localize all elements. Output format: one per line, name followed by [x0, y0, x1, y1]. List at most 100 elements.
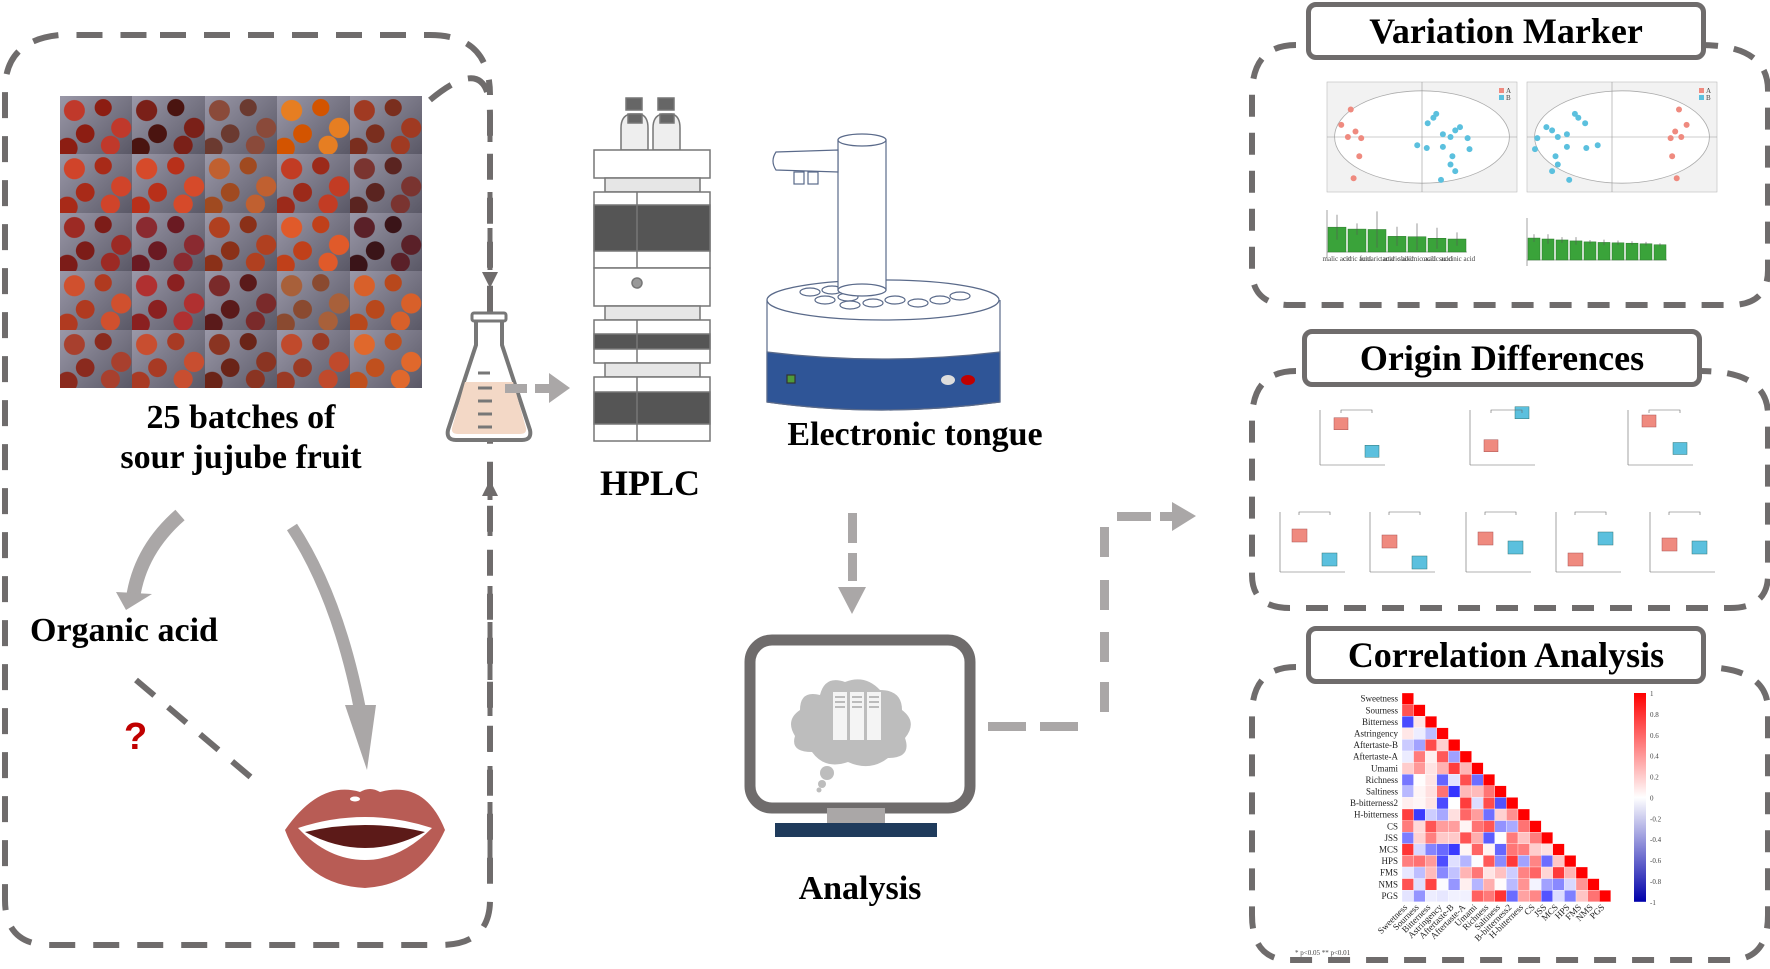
- significance-bracket: [1668, 511, 1701, 515]
- heatmap-cell: [1459, 843, 1472, 856]
- correlation-heatmap: SweetnessSweetnessSournessSournessBitter…: [1295, 690, 1662, 957]
- score-point-b: [1438, 176, 1444, 183]
- vip-bar: [1653, 244, 1667, 261]
- box-group-a: [1483, 439, 1499, 452]
- heatmap-cell: [1401, 890, 1414, 902]
- heatmap-cell: [1506, 832, 1519, 844]
- significance-bracket: [1298, 511, 1331, 515]
- heatmap-cell: [1401, 820, 1414, 833]
- opls-da-score-plot-1: AB: [1326, 81, 1518, 193]
- heatmap-row-label: CS: [1387, 821, 1398, 831]
- heatmap-cell: [1483, 855, 1495, 868]
- heatmap-cell: [1401, 832, 1414, 844]
- box-group-b: [1364, 445, 1380, 458]
- heatmap-cell: [1541, 855, 1553, 868]
- heatmap-cell: [1401, 774, 1414, 786]
- box-group-a: [1381, 534, 1398, 549]
- colorbar-tick-label: 0: [1650, 794, 1654, 802]
- score-point-b: [1583, 145, 1590, 151]
- box-group-a: [1477, 531, 1494, 546]
- erlenmeyer-flask-icon: [445, 311, 533, 442]
- heatmap-row-label: Sweetness: [1361, 694, 1399, 704]
- heatmap-cell: [1425, 716, 1437, 728]
- arrow-analysis-to-panels: [988, 502, 1196, 731]
- heatmap-cell: [1517, 866, 1530, 879]
- box-group-b: [1672, 442, 1688, 455]
- score-point-b: [1452, 127, 1459, 134]
- heatmap-cell: [1587, 878, 1600, 891]
- jujube-photo-tile: [277, 329, 350, 388]
- score-point-b: [1466, 146, 1473, 153]
- heatmap-cell: [1448, 878, 1461, 891]
- lips-icon: [285, 789, 445, 888]
- heatmap-cell: [1413, 704, 1426, 717]
- score-point-b: [1447, 161, 1454, 168]
- heatmap-cell: [1436, 820, 1449, 833]
- jujube-photo-tile: [349, 96, 422, 155]
- heatmap-cell: [1413, 855, 1426, 868]
- colorbar-tick-label: -0.2: [1650, 815, 1662, 823]
- heatmap-row-label: B-bitterness2: [1350, 798, 1398, 808]
- boxplot-grid: [1279, 406, 1715, 573]
- jujube-photo-tile: [60, 212, 133, 272]
- analysis-label: Analysis: [798, 870, 922, 907]
- heatmap-cell: [1401, 866, 1414, 879]
- jujube-photo-tile: [60, 329, 133, 388]
- score-point-a: [1352, 128, 1359, 135]
- score-point-b: [1563, 143, 1570, 150]
- sample-caption-line1: 25 batches of: [146, 399, 336, 436]
- vip-bar: [1555, 239, 1569, 261]
- score-point-a: [1676, 106, 1682, 113]
- colorbar: [1634, 693, 1646, 902]
- heatmap-row-label: Umami: [1371, 763, 1398, 773]
- jujube-photo-tile: [60, 96, 133, 155]
- box-group-b: [1507, 540, 1524, 555]
- significance-bracket: [1340, 409, 1373, 413]
- colorbar-tick-label: -0.4: [1650, 836, 1662, 844]
- heatmap-cell: [1448, 774, 1461, 786]
- heatmap-cell: [1413, 866, 1426, 879]
- jujube-photo-tile: [204, 96, 278, 155]
- heatmap-cell: [1483, 832, 1495, 844]
- score-point-a: [1673, 175, 1680, 182]
- opls-da-score-plot-2: AB: [1526, 81, 1718, 193]
- score-point-b: [1430, 114, 1437, 121]
- heatmap-cell: [1425, 820, 1437, 833]
- heatmap-cell: [1471, 808, 1484, 821]
- heatmap-cell: [1436, 739, 1449, 752]
- jujube-photo-tile: [277, 212, 350, 272]
- score-point-a: [1669, 153, 1676, 160]
- heatmap-cell: [1517, 820, 1530, 833]
- score-point-b: [1566, 176, 1573, 183]
- jujube-photo-tile: [277, 96, 350, 155]
- jujube-photo-tile: [204, 271, 278, 330]
- heatmap-cell: [1471, 820, 1484, 833]
- heatmap-cell: [1575, 878, 1588, 891]
- heatmap-cell: [1448, 843, 1461, 856]
- jujube-photo-tile: [277, 271, 350, 330]
- jujube-photo-tile: [132, 154, 205, 213]
- vip-bar: [1625, 242, 1639, 261]
- score-point-b: [1424, 120, 1431, 127]
- variation-marker-title: Variation Marker: [1306, 2, 1706, 60]
- heatmap-cell: [1471, 762, 1484, 775]
- heatmap-cell: [1425, 762, 1437, 775]
- heatmap-cell: [1483, 843, 1495, 856]
- score-point-a: [1344, 134, 1351, 140]
- heatmap-cell: [1436, 785, 1449, 798]
- heatmap-cell: [1401, 750, 1414, 763]
- heatmap-cell: [1413, 797, 1426, 810]
- heatmap-cell: [1471, 878, 1484, 891]
- heatmap-cell: [1541, 832, 1553, 844]
- score-point-b: [1439, 131, 1446, 138]
- score-point-a: [1356, 153, 1363, 160]
- heatmap-cell: [1552, 890, 1565, 902]
- heatmap-cell: [1401, 797, 1414, 810]
- legend-swatch-b: [1499, 95, 1504, 100]
- hplc-label: HPLC: [599, 463, 700, 503]
- heatmap-cell: [1483, 820, 1495, 833]
- heatmap-cell: [1425, 843, 1437, 856]
- heatmap-cell: [1425, 750, 1437, 763]
